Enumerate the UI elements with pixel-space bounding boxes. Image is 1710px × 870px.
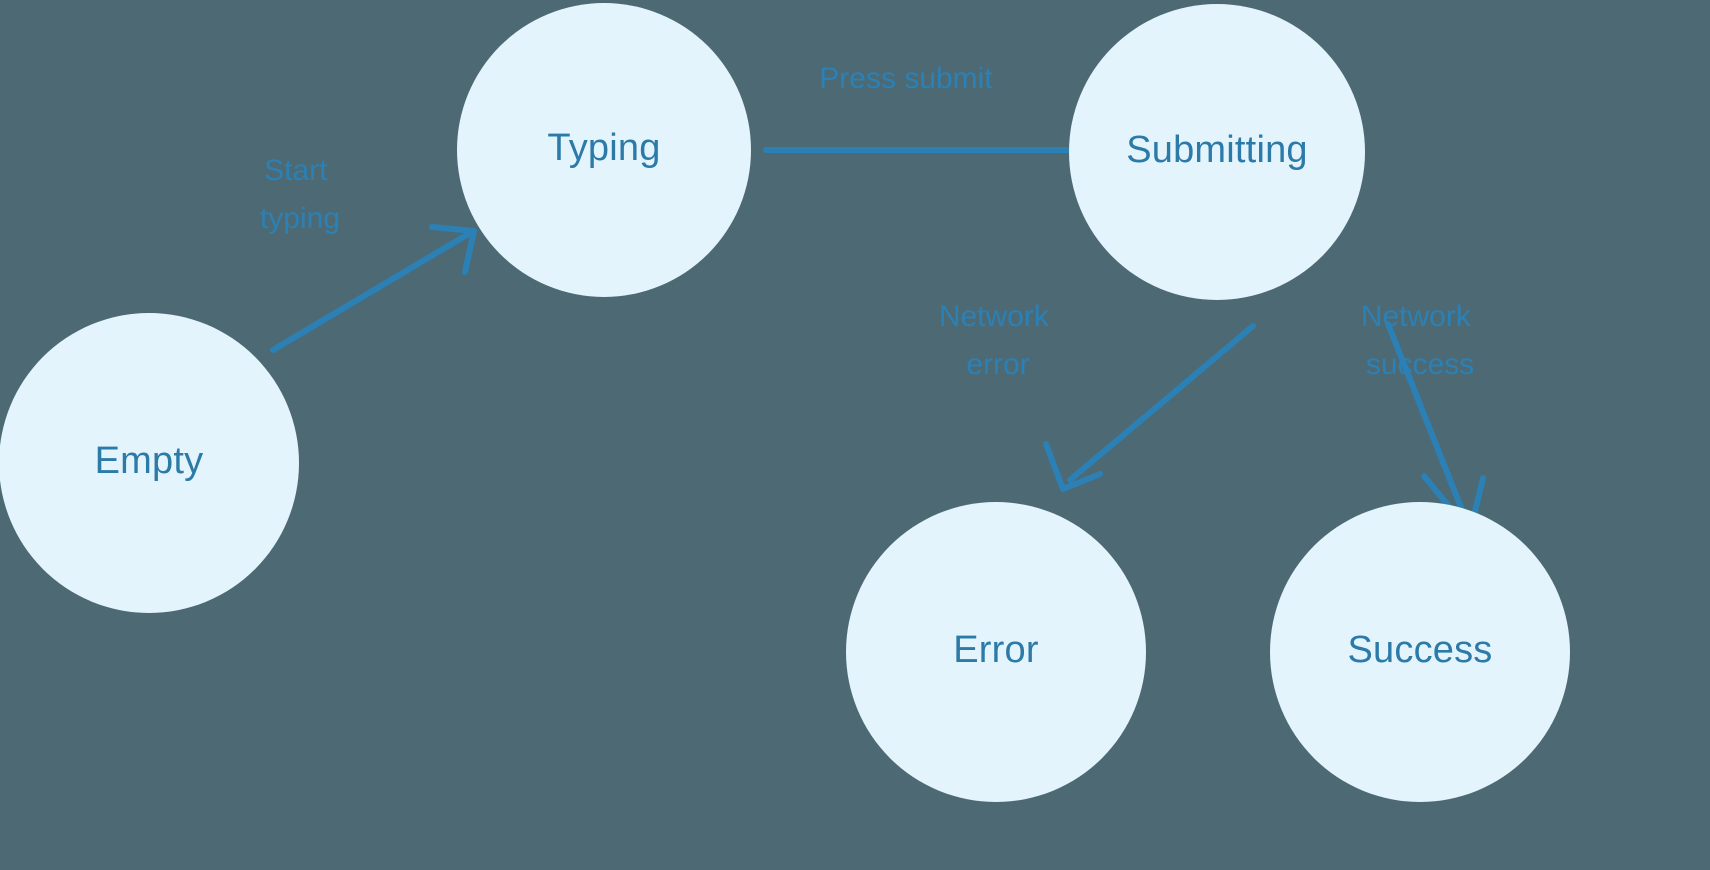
edge-label-line: Network — [939, 300, 1050, 333]
node-shape — [846, 502, 1146, 802]
edge-label-line: success — [1366, 348, 1474, 381]
state-node-error[interactable]: Error — [846, 502, 1146, 802]
node-shape — [1270, 502, 1570, 802]
edge-line — [270, 230, 473, 353]
edge-label-line: error — [966, 348, 1029, 381]
edge-label-press-submit: Press submit — [819, 62, 993, 95]
state-node-submitting[interactable]: Submitting — [1069, 4, 1365, 300]
edge-label-network-success: Network success — [1361, 300, 1479, 381]
edge-label-line: Network — [1361, 300, 1472, 333]
node-label-typing: Typing — [547, 127, 660, 169]
state-node-success[interactable]: Success — [1270, 502, 1570, 802]
node-shape — [0, 313, 299, 613]
edge-submitting-to-success[interactable]: Network success — [1361, 300, 1486, 535]
edge-empty-to-typing[interactable]: Start typing — [260, 154, 477, 353]
edge-submitting-to-error[interactable]: Network error — [939, 300, 1256, 492]
node-label-success: Success — [1347, 629, 1492, 671]
edge-label-network-error: Network error — [939, 300, 1057, 381]
edge-label-line: Start — [264, 154, 328, 187]
state-node-empty[interactable]: Empty — [0, 313, 299, 613]
edge-label-line: typing — [260, 202, 340, 235]
edge-label-line: Press submit — [819, 62, 993, 95]
arrowhead-icon — [1043, 441, 1103, 492]
node-label-submitting: Submitting — [1126, 129, 1308, 171]
arrowhead-icon — [429, 224, 477, 275]
node-label-empty: Empty — [95, 440, 204, 482]
edge-line — [1067, 323, 1256, 483]
node-label-error: Error — [953, 629, 1039, 671]
state-node-typing[interactable]: Typing — [457, 3, 751, 297]
edge-label-start-typing: Start typing — [260, 154, 340, 235]
node-shape — [457, 3, 751, 297]
node-shape — [1069, 4, 1365, 300]
edge-line — [1385, 321, 1465, 513]
